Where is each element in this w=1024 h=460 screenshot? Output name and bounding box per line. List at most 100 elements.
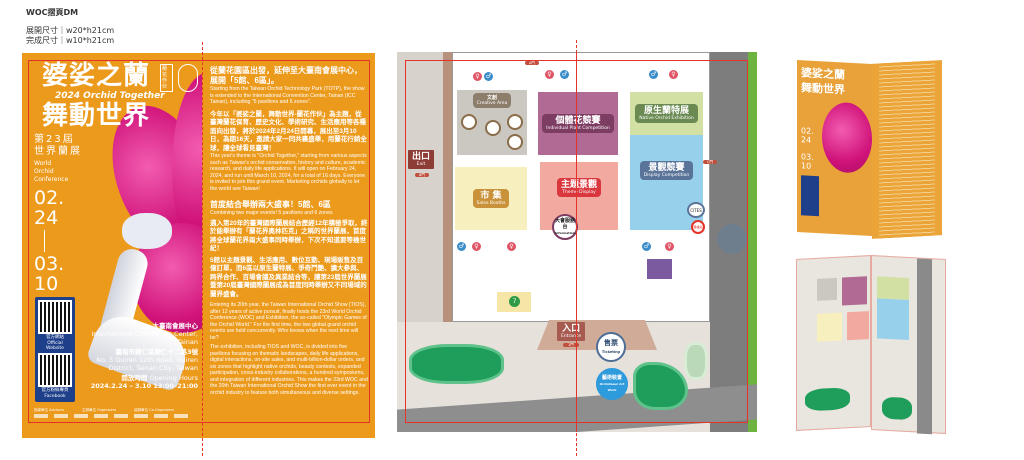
events-heading: 首度結合舉辦兩大盛事！5館、6區 (210, 200, 331, 209)
nursing-room-icon: ♀ (472, 242, 481, 251)
bleed-guide (28, 60, 370, 423)
vip-room (647, 259, 672, 279)
sponsor-logos (34, 414, 194, 418)
mockup-map-right (871, 255, 946, 435)
restroom-female-icon: ♀ (669, 70, 678, 79)
date-part: 03. (34, 253, 65, 275)
restroom-female-icon: ♀ (473, 72, 482, 81)
qr-code (38, 353, 72, 387)
edition-en-line: Conference (34, 176, 69, 183)
restroom-male-icon: ♂ (649, 70, 658, 79)
flyer-spread (22, 53, 375, 438)
mockup-qr (801, 175, 819, 217)
cover-title: 婆娑之蘭 (42, 61, 151, 91)
pond (633, 362, 688, 410)
location-pin-icon[interactable] (507, 114, 523, 130)
address-en: No. 3 Guiren 12th Road, Guiren District,… (96, 356, 198, 372)
fold-line (576, 40, 577, 456)
restroom-male-icon: ♂ (560, 70, 569, 79)
location-pin-icon[interactable] (461, 114, 477, 130)
cover-subtitle: 2024 Orchid Together (55, 91, 165, 101)
date-part: 02. (34, 187, 65, 209)
theme-zh: 今年以「婆娑之蘭，舞動世界-蘭花作伙」為主題，從臺灣蘭花保育、歷史文化、學術研究… (210, 110, 367, 152)
logo-icon (178, 64, 198, 92)
location-pin-icon[interactable] (507, 134, 523, 150)
gate-tag: B門 (415, 173, 429, 177)
restroom-female-icon: ♀ (507, 242, 516, 251)
restroom-female-icon: ♀ (545, 70, 554, 79)
mockup-title: 舞動世界 (801, 81, 845, 97)
theme-en: This year's theme is "Orchid Together," … (210, 153, 367, 192)
co-organizers-label: 協辦單位 Co-Organizers (134, 408, 175, 412)
qr-label: Official Website (46, 341, 64, 351)
spread-size: 展開尺寸｜w20*h21cm (26, 26, 115, 35)
pond (684, 342, 708, 380)
hours-label-en: Opening Hours (149, 374, 198, 382)
fold-line (202, 42, 203, 456)
venue-en: International Convention Center, Tainan (91, 330, 198, 346)
first-aid-icon[interactable]: 醫護站 (691, 220, 705, 234)
pavilions-zh: 5館以主題景觀、生活應用、數位互動、現場販售及百億訂單，而6區以原生蘭特展、爭奇… (210, 256, 367, 298)
gate-tag: A門 (525, 61, 539, 65)
qr-label: 官方網站 (46, 335, 64, 340)
qr-code (38, 300, 72, 334)
hours-label-zh: 開放時間 (121, 374, 148, 382)
inner-text: 從蘭花園區出發，延伸至大臺南會展中心，展開「5館、6區」。 Starting f… (210, 66, 368, 396)
intro-en: Starting from the Taiwan Orchid Technolo… (210, 86, 365, 105)
restroom-female-icon: ♀ (665, 242, 674, 251)
events-zh: 邁入第20年的臺灣國際蘭展結合歷經12年積極爭取，終於能舉辦有「蘭花界奧林匹克」… (210, 219, 368, 253)
events-en: Entering its 20th year, the Taiwan Inter… (210, 302, 367, 341)
organizers-label: 主辦單位 Organizers (81, 408, 117, 412)
advisors-label: 指導單位 Advisors (34, 408, 64, 412)
date-part: 24 (34, 207, 59, 229)
date-start: 02.24 (34, 188, 64, 228)
edition-en-line: World (34, 160, 52, 167)
edition-en: World Orchid Conference (34, 160, 68, 184)
intro-heading: 從蘭花園區出發，延伸至大臺南會展中心，展開「5館、6區」。 (210, 66, 362, 85)
opening-hours: 2024.2.24 – 3.10 13:00–21:00 (90, 382, 198, 390)
mockup-title: 婆娑之蘭 (801, 66, 845, 82)
edition-zh: 世界蘭展 (34, 146, 82, 157)
greenery (748, 52, 757, 432)
pond (409, 344, 504, 384)
gate-tag: 1門 (563, 343, 579, 347)
restroom-male-icon: ♂ (484, 72, 493, 81)
address-zh: 臺南市歸仁區歸仁十二路3號 (115, 348, 198, 356)
mockup-back (872, 60, 942, 239)
date-separator (44, 230, 45, 252)
qr-label: Facebook (44, 394, 66, 399)
cites-marker[interactable]: CITES (687, 202, 705, 218)
venue-info: 大臺南會展中心 International Convention Center,… (82, 322, 198, 390)
orchid-lip (122, 213, 172, 249)
location-pin-icon[interactable] (485, 120, 501, 136)
date-end: 03.10 (34, 254, 64, 294)
artwork-area (22, 53, 202, 438)
restroom-male-icon: ♂ (642, 242, 651, 251)
gate-tag: C門 (703, 160, 717, 164)
cover-badge: 蘭花 作伙 (160, 64, 173, 92)
walkway (443, 52, 452, 322)
pavilions-en: The exhibition, including TIOS and WOC, … (210, 344, 368, 396)
events-heading-en: Combining two major events! 5 pavilions … (210, 210, 333, 216)
qr-label: 官方粉絲專頁 (41, 388, 69, 393)
venue-zh: 大臺南會展中心 (152, 322, 199, 330)
